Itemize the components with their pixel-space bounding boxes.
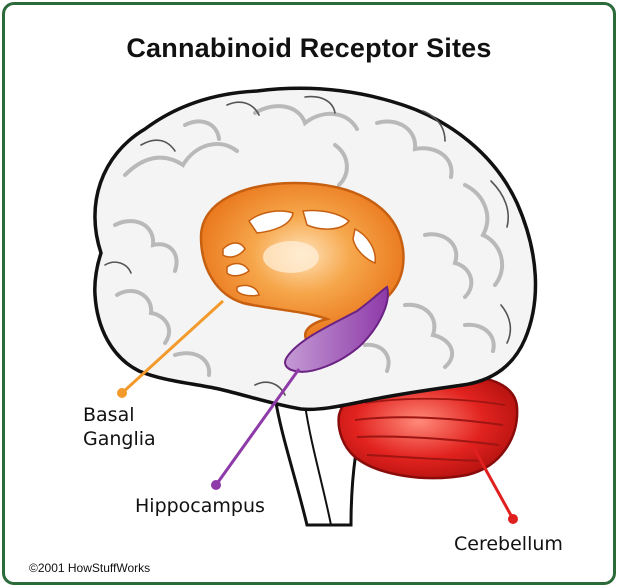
hippocampus-label: Hippocampus bbox=[135, 494, 265, 518]
hippocampus-leader-dot bbox=[211, 480, 221, 490]
basal-ganglia-label: Basal Ganglia bbox=[83, 403, 203, 451]
brain-illustration bbox=[5, 5, 613, 582]
basal-ganglia-label-line1: Basal bbox=[83, 403, 203, 427]
copyright-text: ©2001 HowStuffWorks bbox=[29, 561, 150, 575]
cerebellum-label: Cerebellum bbox=[454, 532, 563, 556]
basal-ganglia-label-line2: Ganglia bbox=[83, 427, 203, 451]
cerebellum-leader-dot bbox=[508, 514, 518, 524]
basal-ganglia-leader-dot bbox=[117, 388, 127, 398]
diagram-title: Cannabinoid Receptor Sites bbox=[5, 33, 613, 64]
